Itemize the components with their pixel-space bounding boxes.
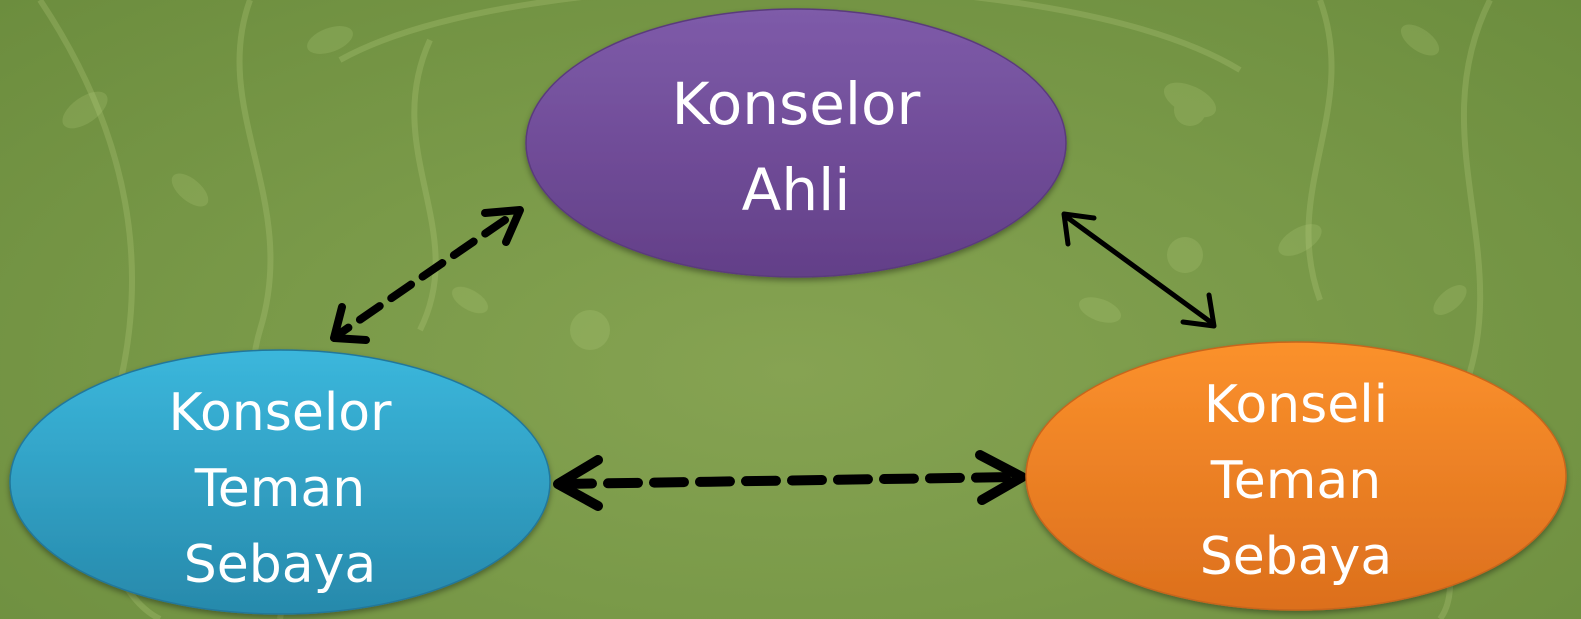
edge-konselor-teman-to-konseli-teman [553,450,1027,511]
node-label-line: Ahli [742,156,851,224]
leaf-shape [1278,224,1322,256]
leaf-shape [307,26,353,54]
node-ellipse-blue [9,349,551,615]
arrowhead [481,206,524,246]
node-label-line: Konseli [1204,375,1388,435]
leaf-shape [451,286,489,314]
leaf-shape [1433,285,1467,315]
node-label-line: Teman [194,459,365,519]
flower-shape [1174,94,1206,126]
node-konseli-teman-sebaya: Konseli Teman Sebaya [1025,341,1567,611]
node-label-line: Konselor [672,70,921,138]
arrowhead [975,450,1027,505]
background-leaves [62,24,1467,350]
node-label-line: Sebaya [184,535,377,595]
node-label-line: Teman [1210,451,1381,511]
flower-shape [1167,237,1203,273]
leaf-shape [171,173,209,207]
flower-shape [570,310,610,350]
arrowhead [1061,211,1097,247]
dashed-arrow-line [557,472,1023,489]
node-label-line: Konselor [168,383,392,443]
node-ellipse-purple [525,8,1067,278]
edge-ahli-to-konselor-teman [330,206,524,344]
arrowhead [330,303,370,344]
leaf-shape [1163,82,1217,118]
arrowhead [553,455,603,511]
vine-swirl-right-inner [1305,0,1335,302]
vine-arc-top [338,0,1242,73]
leaf-shape [1078,297,1122,323]
node-label-line: Sebaya [1200,527,1393,587]
leaf-shape [1400,24,1440,56]
node-konselor-teman-sebaya: Konselor Teman Sebaya [9,349,551,615]
solid-arrow-line [1065,215,1215,326]
node-konselor-ahli: Konselor Ahli [525,8,1067,278]
leaf-shape [62,91,108,129]
vine-swirl-center-left [411,38,439,332]
arrowhead [1180,292,1217,329]
dashed-arrow-line [338,216,509,336]
node-ellipse-orange [1025,341,1567,611]
edge-ahli-to-konseli-teman [1061,211,1217,329]
